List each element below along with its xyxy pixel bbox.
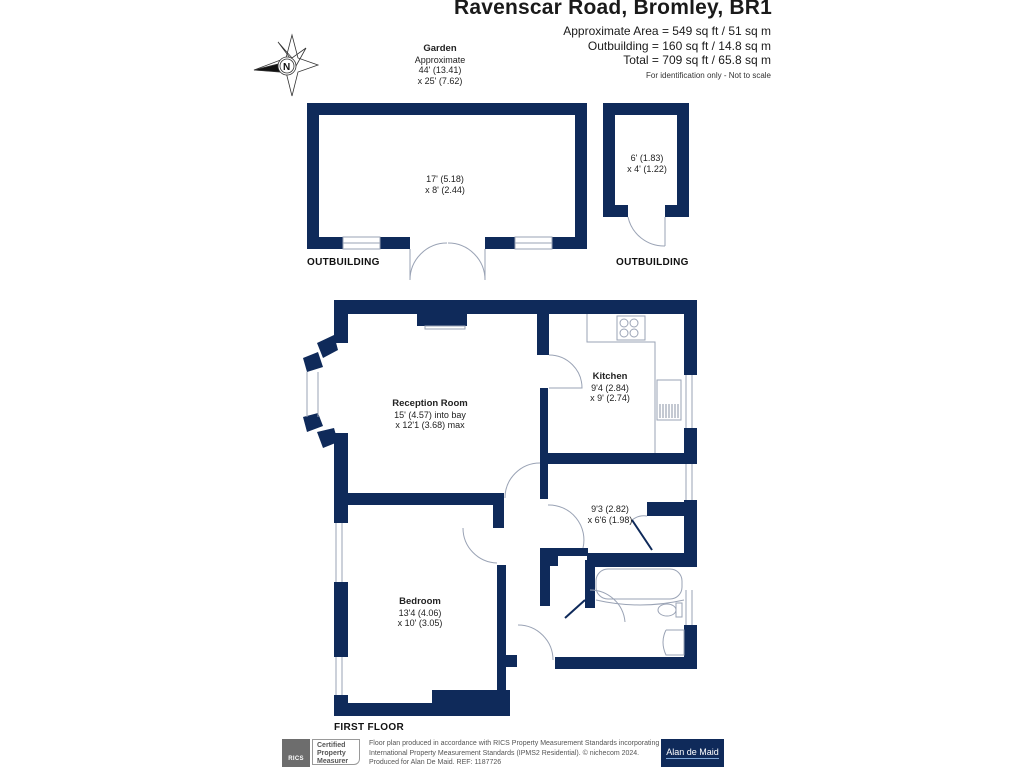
agent-logo: Alan de Maid	[661, 739, 724, 767]
floor-label: FIRST FLOOR	[334, 722, 404, 733]
footer-disclaimer: Floor plan produced in accordance with R…	[369, 740, 660, 766]
rics-badge: RICS Certified Property Measurer	[282, 739, 362, 767]
reception-room-label: Reception Room 15' (4.57) into bay x 12'…	[392, 398, 468, 430]
first-floor-walls	[303, 300, 697, 716]
bedroom-label: Bedroom 13'4 (4.06) x 10' (3.05)	[397, 596, 443, 628]
room3-label: 9'3 (2.82) x 6'6 (1.98)	[587, 504, 633, 525]
svg-text:N: N	[283, 62, 290, 73]
outbuilding-1-label: OUTBUILDING	[307, 257, 380, 268]
area-summary: Approximate Area = 549 sq ft / 51 sq m O…	[563, 24, 771, 84]
garden-label: Garden Approximate 44' (13.41) x 25' (7.…	[414, 43, 466, 86]
approx-area: Approximate Area = 549 sq ft / 51 sq m	[563, 24, 771, 38]
total-area: Total = 709 sq ft / 65.8 sq m	[623, 53, 771, 67]
outbuilding-2-label: OUTBUILDING	[616, 257, 689, 268]
outbuilding-area: Outbuilding = 160 sq ft / 14.8 sq m	[587, 38, 771, 53]
outbuilding-1	[307, 103, 587, 249]
kitchen-label: Kitchen 9'4 (2.84) x 9' (2.74)	[590, 371, 630, 403]
certified-measurer-badge: Certified Property Measurer	[312, 739, 360, 765]
outbuilding-2-dimensions: 6' (1.83) x 4' (1.22)	[627, 153, 667, 174]
disclaimer: For identification only - Not to scale	[646, 70, 771, 80]
rics-logo-icon: RICS	[282, 739, 310, 767]
property-title: Ravenscar Road, Bromley, BR1	[454, 0, 772, 19]
outbuilding-2	[603, 103, 689, 217]
outbuilding-1-dimensions: 17' (5.18) x 8' (2.44)	[425, 174, 465, 195]
compass-north-icon: N	[253, 33, 320, 97]
